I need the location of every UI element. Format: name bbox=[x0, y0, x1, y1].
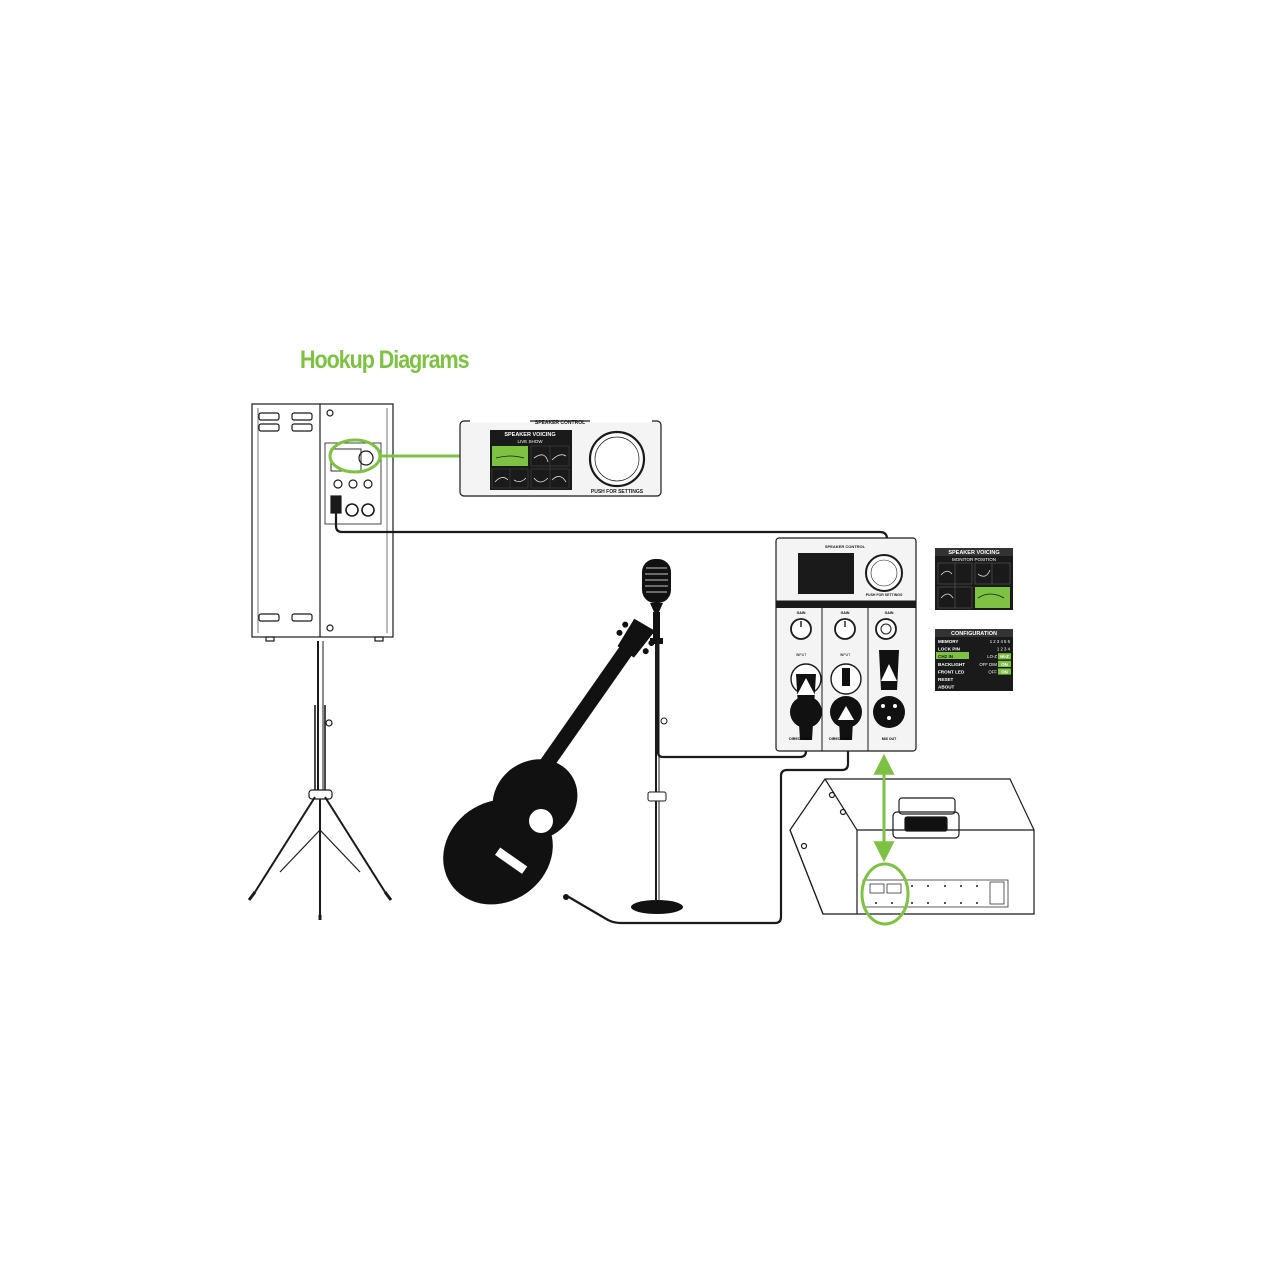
callout-ring-main bbox=[328, 438, 382, 474]
main-speaker bbox=[247, 403, 394, 920]
mixer-knob-label: PUSH FOR SETTINGS bbox=[866, 593, 903, 597]
mixer-screen bbox=[798, 553, 854, 594]
config-row-highlight: HI-Z bbox=[1000, 654, 1009, 659]
configuration-heading: CONFIGURATION bbox=[951, 631, 997, 637]
config-row-highlight: ON bbox=[1001, 662, 1008, 667]
config-row-label: LOCK PIN bbox=[938, 647, 961, 652]
callout-ring-monitor bbox=[860, 862, 910, 926]
config-row-value: LO-Z bbox=[987, 654, 997, 659]
config-row-label: CH2 IN bbox=[938, 654, 954, 659]
mixer-channel-2: GAIN INPUT DIRECT OUT bbox=[829, 611, 862, 741]
voicing-heading: SPEAKER VOICING bbox=[948, 550, 999, 556]
screen-heading: SPEAKER VOICING bbox=[504, 432, 555, 438]
mixer-panel: SPEAKER CONTROL PUSH FOR SETTINGS GAIN I… bbox=[775, 537, 917, 752]
speaker-control-heading: SPEAKER CONTROL bbox=[535, 420, 585, 426]
config-row-highlight: ON bbox=[1001, 669, 1008, 674]
channel-out-label: MIX OUT bbox=[882, 737, 897, 741]
config-row-value: OFF DIM bbox=[979, 662, 997, 667]
input-label: INPUT bbox=[840, 653, 851, 657]
config-highlight-badge bbox=[998, 668, 1011, 675]
gain-label: GAIN bbox=[841, 611, 850, 615]
mixer-channel-3: GAIN MIX OUT bbox=[873, 611, 905, 741]
acoustic-guitar bbox=[443, 618, 656, 905]
input-label: INPUT bbox=[796, 653, 807, 657]
config-row-value: OFF bbox=[988, 669, 997, 674]
page-title: Hookup Diagrams bbox=[300, 346, 470, 374]
floor-monitor bbox=[789, 778, 1035, 915]
cables bbox=[334, 512, 889, 925]
config-highlight-badge bbox=[998, 653, 1011, 660]
gain-label: GAIN bbox=[797, 611, 806, 615]
voicing-subheading: MONITOR POSITION bbox=[952, 557, 996, 562]
gain-label: GAIN bbox=[885, 611, 894, 615]
config-row-label: FRONT LED bbox=[938, 669, 965, 674]
channel-out-label: DIRECT OUT bbox=[829, 737, 851, 741]
channel-out-label: DIRECT OUT bbox=[789, 737, 811, 741]
config-row-label: ABOUT bbox=[938, 685, 955, 690]
microphone-stand bbox=[631, 559, 683, 914]
config-row-value: 1 2 3 4 5 6 bbox=[990, 639, 1011, 644]
screen-subheading: LIVE SHOW bbox=[517, 439, 543, 444]
config-row-label: RESET bbox=[938, 677, 954, 682]
mixer-heading: SPEAKER CONTROL bbox=[825, 544, 866, 549]
config-row-label: BACKLIGHT bbox=[938, 662, 965, 667]
speaker-voicing-screen: SPEAKER VOICING MONITOR POSITION bbox=[935, 548, 1013, 610]
speaker-control-panel: SPEAKER CONTROL SPEAKER VOICING LIVE SHO… bbox=[459, 419, 662, 497]
mixer-channel-1: GAIN INPUT DIRECT OUT bbox=[789, 611, 822, 741]
config-row-label: MEMORY bbox=[938, 639, 959, 644]
knob-label: PUSH FOR SETTINGS bbox=[591, 489, 644, 495]
config-highlight-badge bbox=[998, 660, 1011, 667]
configuration-screen: CONFIGURATION MEMORY 1 2 3 4 5 6 LOCK PIN 1… bbox=[935, 629, 1013, 691]
config-row-value: 1 2 3 4 bbox=[997, 647, 1011, 652]
